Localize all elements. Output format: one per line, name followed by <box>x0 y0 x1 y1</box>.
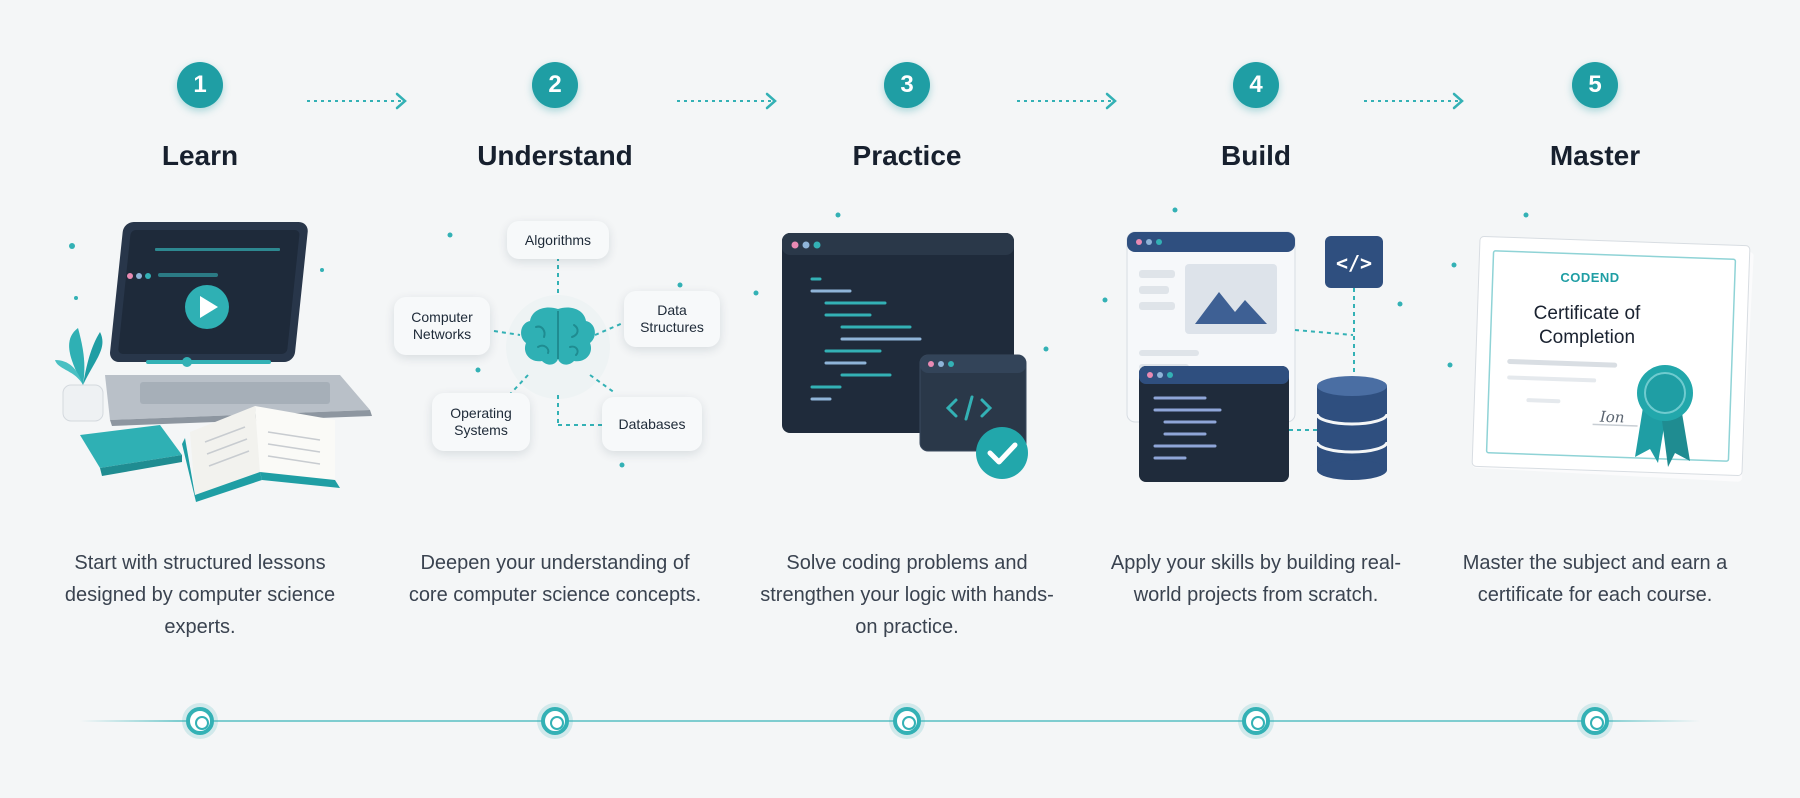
certificate-brand: CODEND <box>1560 270 1620 285</box>
step-1-title: Learn <box>161 140 239 171</box>
step-5-description: Master the subject and earn a certificat… <box>1462 552 1728 606</box>
brain-icon <box>521 307 595 365</box>
laptop-learning-illustration <box>55 222 372 502</box>
step-1-badge: 1 <box>177 62 223 108</box>
step-4-title: Build <box>1221 140 1291 171</box>
step-2-badge: 2 <box>532 62 578 108</box>
timeline-dot-5[interactable] <box>1581 707 1609 735</box>
timeline-dot-1[interactable] <box>186 707 214 735</box>
step-2-description: Deepen your understanding of core comput… <box>408 552 702 606</box>
arrow-4-icon <box>1364 92 1464 110</box>
node-computer-networks: Computer Networks <box>394 297 490 355</box>
step-3-title: Practice <box>852 140 962 171</box>
step-3-description: Solve coding problems and strengthen you… <box>760 552 1054 638</box>
certificate-illustration: Ion <box>1447 212 1754 482</box>
timeline-dot-2[interactable] <box>541 707 569 735</box>
step-5-title: Master <box>1549 140 1641 171</box>
arrow-2-icon <box>677 92 777 110</box>
database-icon <box>1315 376 1389 480</box>
certificate-title: Certificate of Completion <box>1533 303 1641 348</box>
step-5-badge: 5 <box>1572 62 1618 108</box>
node-algorithms: Algorithms <box>507 221 609 259</box>
node-operating-systems: Operating Systems <box>432 393 530 451</box>
timeline-dot-4[interactable] <box>1242 707 1270 735</box>
arrow-1-icon <box>307 92 407 110</box>
node-data-structures: Data Structures <box>624 291 720 347</box>
step-1-description: Start with structured lessons designed b… <box>64 552 336 638</box>
timeline-dot-3[interactable] <box>893 707 921 735</box>
step-2-title: Understand <box>477 140 633 171</box>
step-3-badge: 3 <box>884 62 930 108</box>
code-editor-illustration <box>753 212 1049 479</box>
signature-text: Ion <box>1599 408 1625 427</box>
code-tag-icon: </> <box>1336 251 1372 275</box>
step-4-description: Apply your skills by building real-world… <box>1110 552 1402 606</box>
node-databases: Databases <box>602 397 702 451</box>
award-ribbon-icon <box>1635 365 1693 467</box>
concept-map-illustration: Algorithms Computer Networks Data Struct… <box>390 215 720 475</box>
timeline-line <box>80 720 1700 722</box>
arrow-3-icon <box>1017 92 1117 110</box>
build-project-illustration: </> <box>1102 207 1403 482</box>
step-4-badge: 4 <box>1233 62 1279 108</box>
